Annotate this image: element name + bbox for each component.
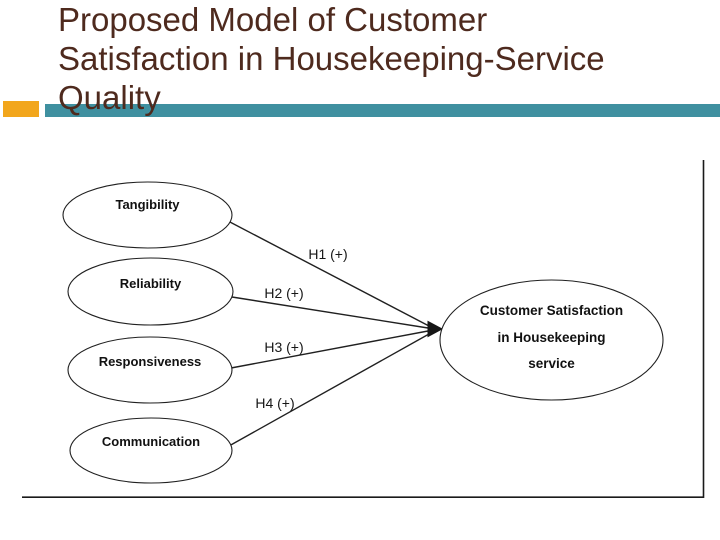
outcome-label-line-1: Customer Satisfaction bbox=[480, 303, 623, 318]
arrowhead-icon bbox=[427, 320, 444, 338]
edge-communication-h4 bbox=[228, 333, 430, 447]
h3-label: H3 (+) bbox=[264, 339, 303, 355]
slide-title: Proposed Model of Customer Satisfaction … bbox=[58, 0, 720, 117]
slide-title-line-1: Proposed Model of Customer bbox=[58, 1, 488, 38]
outcome-label-line-3: service bbox=[528, 356, 575, 371]
title-underline-bar bbox=[45, 104, 720, 117]
h1-label: H1 (+) bbox=[308, 246, 347, 262]
communication-ellipse bbox=[69, 417, 233, 484]
accent-square bbox=[3, 101, 39, 117]
h4-label: H4 (+) bbox=[255, 395, 294, 411]
figure-frame-border bbox=[22, 160, 705, 498]
reliability-label: Reliability bbox=[120, 276, 182, 291]
slide-title-line-2: Satisfaction in Housekeeping-Service bbox=[58, 40, 605, 77]
edge-responsiveness-h3 bbox=[230, 330, 429, 369]
h2-label: H2 (+) bbox=[264, 285, 303, 301]
outcome-label-line-2: in Housekeeping bbox=[497, 330, 605, 345]
communication-label: Communication bbox=[102, 434, 200, 449]
tangibility-ellipse bbox=[62, 181, 233, 249]
tangibility-label: Tangibility bbox=[115, 197, 180, 212]
responsiveness-ellipse bbox=[67, 336, 233, 404]
edge-tangibility-h1 bbox=[227, 220, 430, 327]
slide-title-line-3: Quality bbox=[58, 79, 161, 116]
edge-reliability-h2 bbox=[231, 296, 429, 329]
customer-satisfaction-ellipse bbox=[439, 279, 664, 401]
reliability-ellipse bbox=[67, 257, 234, 326]
responsiveness-label: Responsiveness bbox=[99, 354, 202, 369]
